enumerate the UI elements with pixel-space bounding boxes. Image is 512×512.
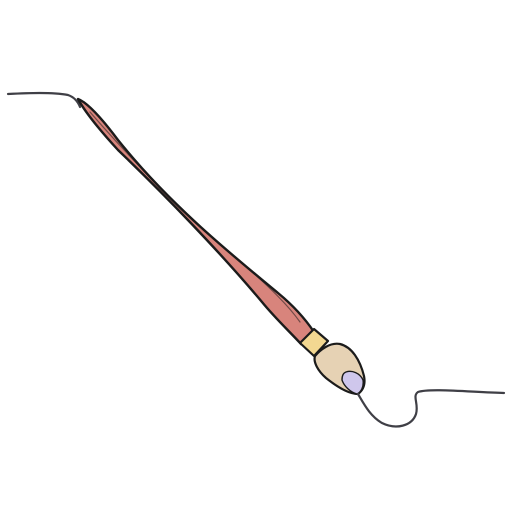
brush-ferrule [298, 327, 330, 358]
paint-stroke-line [356, 389, 506, 428]
handle-end-line [6, 91, 82, 109]
handle-highlight-line [89, 111, 301, 323]
